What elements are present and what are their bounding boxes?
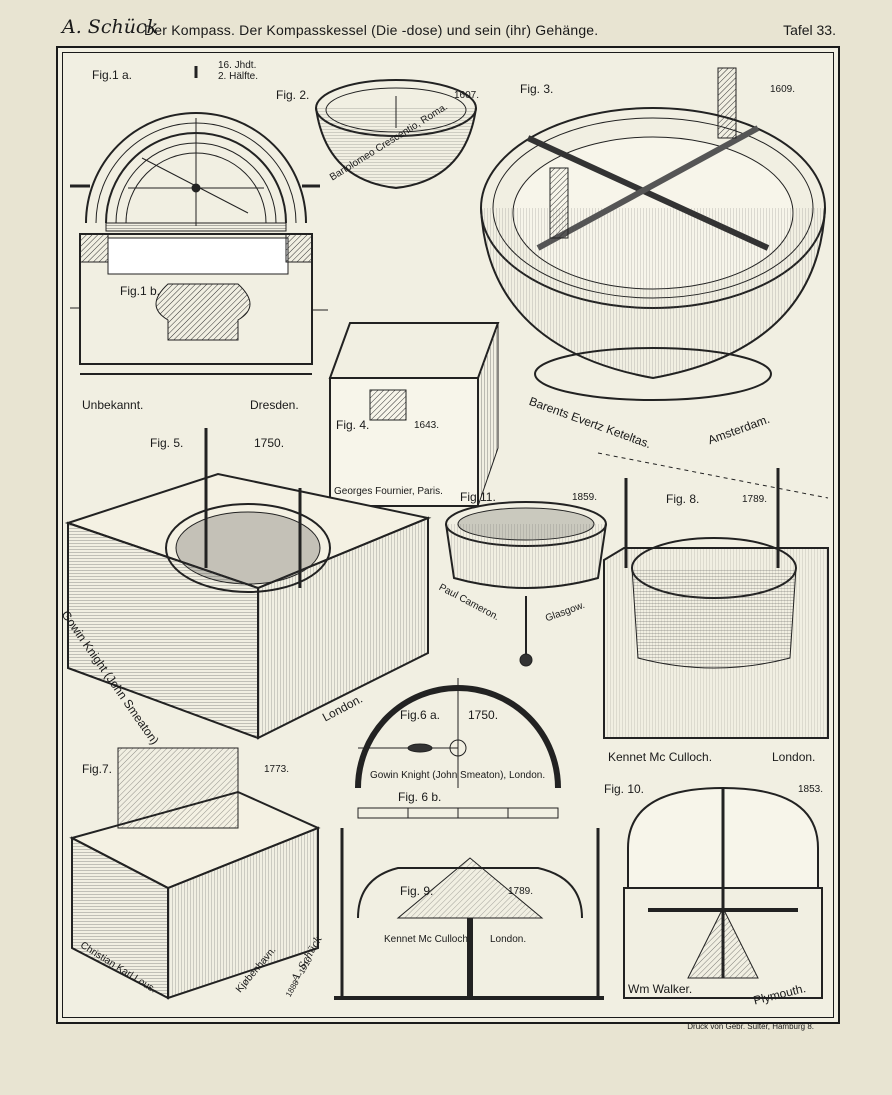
fig9-gimbal-stand [334,828,604,1000]
fig1b-label: Fig.1 b. [120,284,161,298]
fig1b-origin-right: Dresden. [250,398,299,412]
fig5-label: Fig. 5. [150,436,184,450]
fig7-year: 1773. [264,764,290,775]
fig9-maker: Kennet Mc Culloch [384,934,468,945]
fig2-label: Fig. 2. [276,88,310,102]
fig4-label: Fig. 4. [336,418,370,432]
fig9-place: London. [490,934,527,945]
plate-header: A. Schück Der Kompass. Der Kompasskessel… [62,14,842,48]
fig10-bell-binnacle [623,786,823,999]
fig10-year: 1853. [798,784,824,795]
fig4-year: 1643. [414,420,440,431]
fig7-label: Fig.7. [82,762,113,776]
fig8-pedestal-compass [597,452,829,739]
fig3-label: Fig. 3. [520,82,554,96]
fig8-place: London. [772,750,816,764]
fig6b-label: Fig. 6 b. [398,790,442,804]
fig8-year: 1789. [742,494,768,505]
fig3-year: 1609. [770,84,796,95]
fig10-label: Fig. 10. [604,782,645,796]
plate-inner-border [62,52,834,1018]
fig6a-diagram [355,678,561,789]
fig1b-origin-left: Unbekannt. [82,398,144,412]
plate-number: Tafel 33. [783,22,836,38]
fig1a-label: Fig.1 a. [92,68,133,82]
fig6a-label: Fig.6 a. [400,708,441,722]
fig11-pot-compass [445,501,607,667]
fig9-year: 1789. [508,886,534,897]
fig10-maker: Wm Walker. [628,982,693,996]
plate-title: Der Kompass. Der Kompasskessel (Die -dos… [144,22,599,38]
fig6b-diagram [357,807,559,819]
fig3-bowl-compass [480,67,826,401]
fig5-year: 1750. [254,436,285,450]
fig11-label: Fig.11. [460,490,496,504]
fig11-year: 1859. [572,492,598,503]
fig1b-gimbal-frame [70,233,328,375]
fig1a-note-half: 2. Hälfte. [218,71,259,82]
fig1a-compass-dial [70,66,320,232]
engraving-illustrations [64,66,829,1000]
fig7-box-compass [69,747,321,1000]
fig4-maker: Georges Fournier, Paris. [334,486,443,497]
fig9-label: Fig. 9. [400,884,434,898]
fig6a-year: 1750. [468,708,499,722]
fig8-maker: Kennet Mc Culloch. [608,750,713,764]
fig6a-maker: Gowin Knight (John Smeaton), London. [370,770,546,781]
fig4-box-compass [328,322,500,507]
fig5-box-gimbal-compass [64,428,432,740]
fig8-label: Fig. 8. [666,492,700,506]
engraving-plate: Fig.1 a. 16. Jhdt. 2. Hälfte. Fig.1 b. U… [56,46,840,1024]
fig2-year: 1607. [454,90,480,101]
fig2-bowl [315,79,477,190]
author-signature: A. Schück [62,16,159,38]
printer-credit: Druck von Gebr. Sülter, Hamburg 8. [687,1022,814,1031]
fig1a-note-century: 16. Jhdt. [218,60,257,71]
